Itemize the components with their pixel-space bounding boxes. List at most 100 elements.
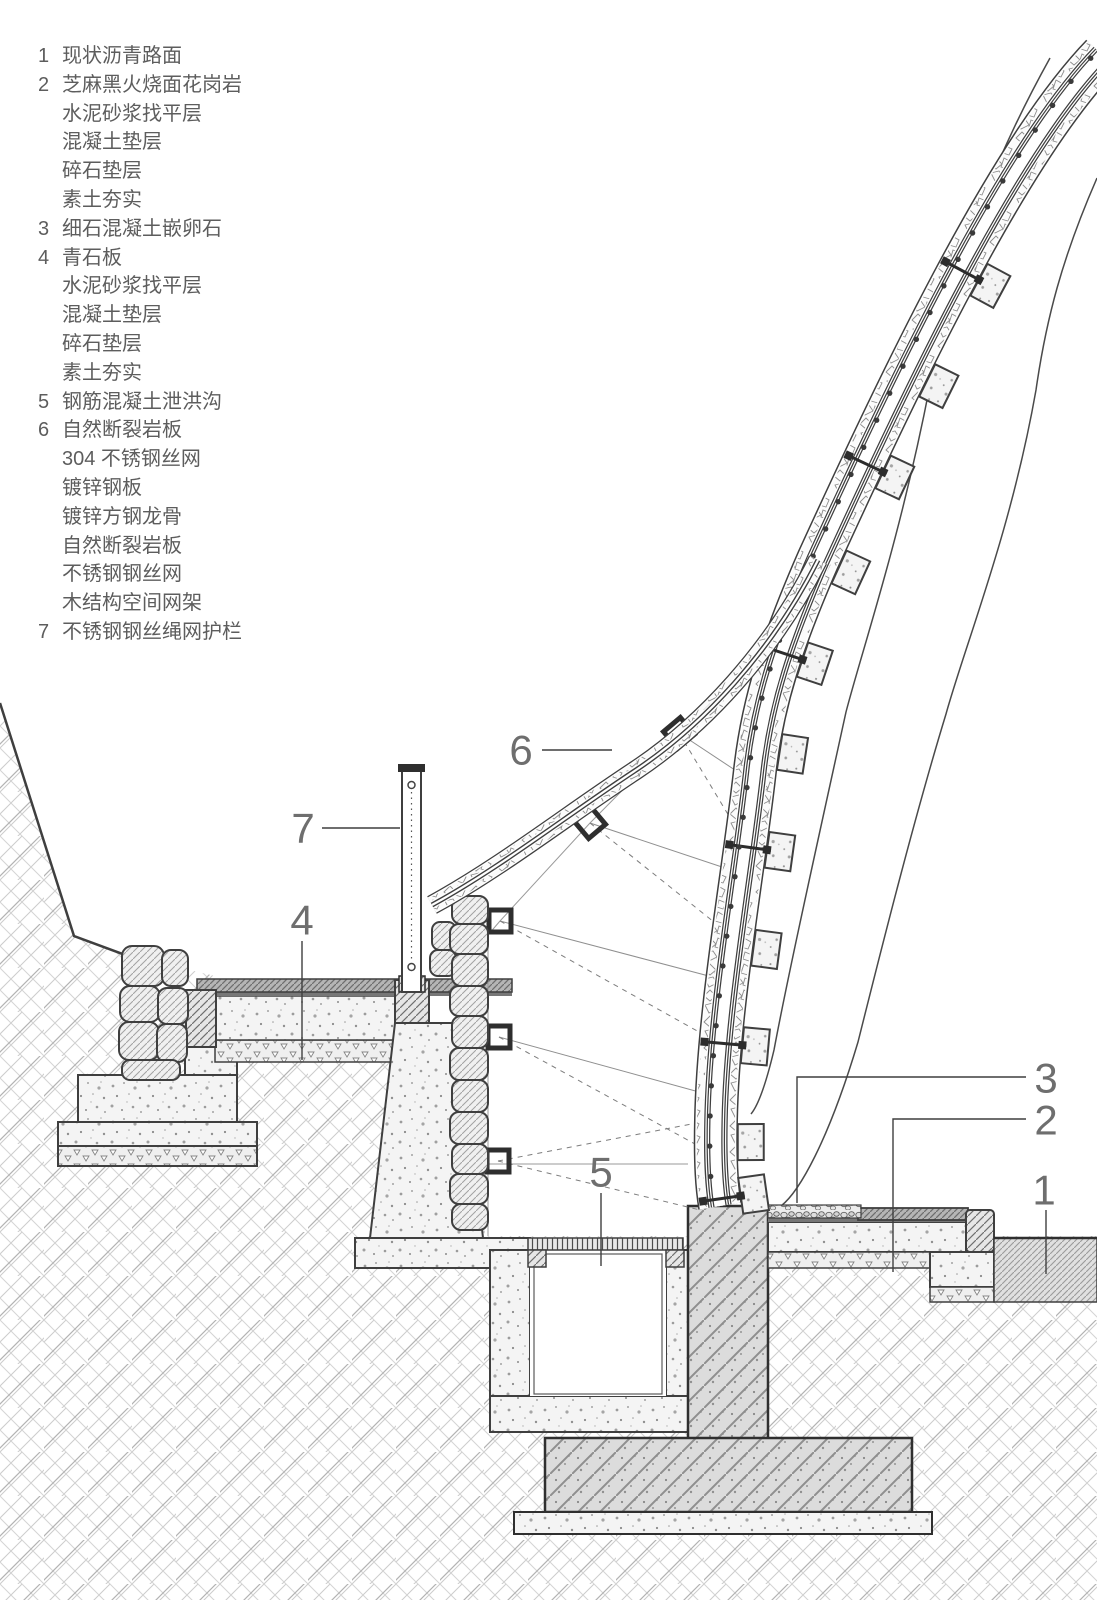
bolt-dot: [1049, 102, 1056, 109]
bolt-dot: [728, 903, 734, 910]
legend-item-number: [38, 272, 62, 301]
legend-item: 水泥砂浆找平层: [38, 100, 242, 129]
bolt-dot: [744, 784, 750, 791]
timber-batten: [917, 362, 960, 410]
legend-item-text: 素土夯实: [62, 361, 142, 384]
legend-item-number: 6: [38, 419, 50, 442]
bolt-dot: [822, 526, 829, 532]
pebble-inlay-strip: [767, 1204, 862, 1219]
legend-item-number: [38, 474, 62, 503]
rope-eyelet-bottom: [407, 962, 416, 972]
bolt-dot: [724, 933, 730, 939]
bolt-dot: [732, 873, 738, 880]
legend-item-text: 现状沥青路面: [62, 45, 182, 67]
bolt-dot: [707, 1173, 714, 1180]
bolt-dot: [716, 993, 722, 999]
callout-number-1: 1: [1032, 1167, 1055, 1214]
legend-item: 素土夯实: [38, 359, 242, 388]
callout-number-2: 2: [1034, 1097, 1057, 1144]
footing-stem: [686, 1204, 770, 1442]
legend-item-number: 7: [38, 620, 50, 643]
legend-item: 混凝土垫层: [38, 128, 242, 157]
legend-item: 不锈钢钢丝网: [38, 560, 242, 589]
legend-item-text: 木结构空间网架: [62, 592, 202, 615]
callout-number-7: 7: [291, 805, 314, 852]
bolt-dot: [848, 471, 854, 478]
callout-number-4: 4: [290, 897, 313, 944]
bolt-dot: [1032, 127, 1038, 133]
channel-grate: [527, 1237, 684, 1251]
legend-item: 镀锌钢板: [38, 474, 242, 503]
shell-fasteners-and-battens: [698, 55, 1094, 1215]
callout-leader-2: [892, 1118, 1026, 1272]
bolt-dot: [708, 1083, 714, 1089]
legend-item-text: 青石板: [62, 246, 122, 269]
bolt-dot: [861, 444, 867, 451]
legend-item-number: [38, 589, 62, 618]
legend-item-number: 5: [38, 390, 50, 413]
bolt-dot: [707, 1113, 713, 1119]
legend-item-number: [38, 503, 62, 532]
bolt-dot: [900, 363, 906, 369]
left-foundation-gravel-pad: [57, 1145, 258, 1167]
legend-item: 碎石垫层: [38, 330, 242, 359]
legend-item: 7 不锈钢钢丝绳网护栏: [38, 618, 242, 647]
legend-item-number: [38, 100, 62, 129]
bolt-dot: [713, 1023, 719, 1029]
legend-item-text: 细石混凝土嵌卵石: [62, 217, 222, 240]
pavement-gravel-upper: [767, 1251, 931, 1269]
legend-item: 碎石垫层: [38, 157, 242, 186]
timber-batten: [830, 549, 872, 596]
grate-bearing-left: [527, 1249, 547, 1268]
bolt-dot: [873, 417, 880, 423]
post-cap: [398, 764, 425, 772]
legend-item-number: [38, 330, 62, 359]
paving-concrete-layer: [214, 995, 398, 1041]
legend-item-text: 碎石垫层: [62, 160, 142, 183]
legend-item: 304 不锈钢丝网: [38, 445, 242, 474]
pavement-gravel-lower: [929, 1286, 995, 1303]
left-stone-stack: [118, 945, 189, 1081]
legend-item: 1 现状沥青路面: [38, 42, 242, 71]
bolt-dot: [736, 844, 742, 850]
legend-item: 镀锌方钢龙骨: [38, 503, 242, 532]
callout-number-5: 5: [589, 1149, 612, 1196]
legend-item-text: 不锈钢钢丝网: [62, 563, 182, 586]
pavement-concrete-upper: [767, 1221, 967, 1253]
stone-masonry: [118, 895, 489, 1231]
legend-item-number: [38, 359, 62, 388]
bolt-dot: [835, 498, 841, 505]
channel-lining: [533, 1253, 663, 1395]
legend-item-text: 钢筋混凝土泄洪沟: [62, 390, 222, 413]
main-footing: [513, 1204, 933, 1535]
callout-leader-3: [796, 1076, 1026, 1203]
bolt-dot: [913, 336, 920, 343]
timber-batten: [749, 928, 783, 971]
rope-eyelet-top: [407, 780, 416, 790]
bolt-dot: [710, 1053, 717, 1059]
legend-item: 4 青石板: [38, 244, 242, 273]
legend-item-number: [38, 301, 62, 330]
railing-post-7: [398, 764, 426, 993]
legend-item-text: 碎石垫层: [62, 332, 142, 355]
callout-number-3: 3: [1034, 1055, 1057, 1102]
channel-right-wall: [665, 1249, 691, 1399]
legend-item-text: 芝麻黑火烧面花岗岩: [62, 73, 242, 96]
legend-item-text: 自然断裂岩板: [62, 534, 182, 557]
legend-item: 6 自然断裂岩板: [38, 416, 242, 445]
legend-item-text: 水泥砂浆找平层: [62, 102, 202, 125]
grate-bearing-right: [665, 1249, 685, 1268]
legend-item-number: 2: [38, 73, 50, 96]
legend-item-text: 混凝土垫层: [62, 131, 162, 154]
legend-item-number: [38, 560, 62, 589]
pavement-concrete-lower: [929, 1251, 995, 1288]
bolt-dot: [984, 204, 991, 210]
legend-item-text: 混凝土垫层: [62, 304, 162, 327]
bolt-dot: [707, 1143, 713, 1149]
legend-item-text: 水泥砂浆找平层: [62, 275, 202, 298]
granite-edge-curb: [965, 1209, 995, 1253]
legend-item-number: [38, 445, 62, 474]
bolt-dot: [720, 963, 726, 969]
